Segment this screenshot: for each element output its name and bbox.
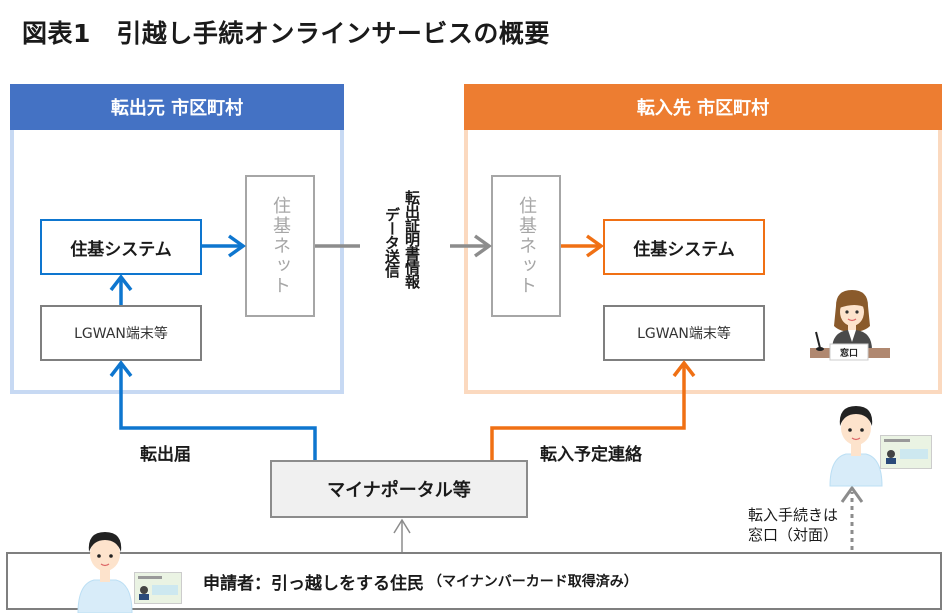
- applicant-sub-label: （マイナンバーカード取得済み）: [428, 574, 638, 590]
- arrow-applicant-to-portal: [393, 518, 411, 552]
- applicant-resident-icon: [77, 532, 133, 613]
- source-lgwan-terminal-box: LGWAN端末等: [40, 305, 202, 361]
- applicant-main-label: 申請者：引っ越しをする住民: [203, 573, 424, 594]
- resident-at-counter-icon: [829, 406, 883, 487]
- counter-sign-text: 窓口: [840, 347, 858, 359]
- destination-municipality-header: 転入先 市区町村: [464, 84, 942, 130]
- applicant-my-number-card-icon: [134, 572, 182, 604]
- source-juki-system-box: 住基システム: [40, 219, 202, 275]
- destination-lgwan-terminal-box: LGWAN端末等: [603, 305, 765, 361]
- transfer-label-line2: データ送信: [383, 207, 401, 277]
- mynaportal-box: マイナポータル等: [270, 460, 528, 518]
- destination-juki-system-box: 住基システム: [603, 219, 765, 275]
- source-juki-net-box: 住基ネット: [245, 175, 315, 317]
- counter-procedure-note: 転入手続きは 窓口（対面）: [690, 505, 838, 545]
- counter-staff-icon: 窓口: [810, 290, 890, 361]
- my-number-card-icon: [880, 435, 932, 469]
- page-title: 図表1 引越し手続オンラインサービスの概要: [22, 19, 550, 48]
- arrow-applicant-to-counter: [840, 485, 864, 550]
- source-municipality-header: 転出元 市区町村: [10, 84, 344, 130]
- destination-juki-net-box: 住基ネット: [491, 175, 561, 317]
- counter-note-line2: 窓口（対面）: [747, 526, 838, 544]
- transfer-label-line1: 転出証明書情報: [403, 190, 421, 288]
- counter-note-line1: 転入手続きは: [747, 506, 838, 524]
- moving-in-notice-label: 転入予定連絡: [540, 445, 642, 465]
- moving-out-notice-label: 転出届: [140, 445, 191, 465]
